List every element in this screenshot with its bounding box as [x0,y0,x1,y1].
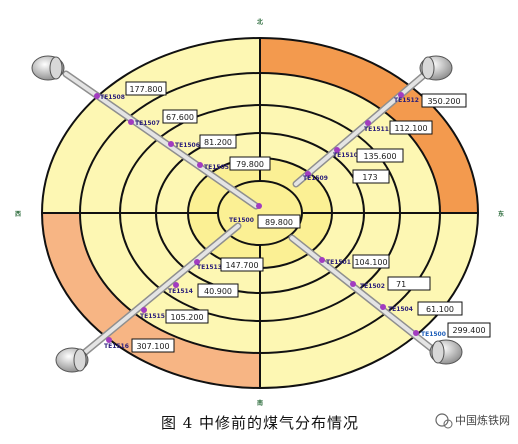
direction-east: 东 [498,210,504,218]
value-box [352,169,390,184]
value-box [229,156,271,171]
sensor-dot [350,281,356,287]
sensor-tag: TE1505 [204,164,229,171]
arm-ne: TE1512 350.200 TE1511 112.100 TE1510 135… [303,92,467,184]
sensor-value: 61.100 [426,305,454,314]
sensor-tag: TE1508 [100,94,125,101]
sensor-dot [380,304,386,310]
sensor-value: 40.900 [204,287,232,296]
sensor-dot [141,307,147,313]
sensor-value: 299.400 [452,326,485,335]
sensor-dot [365,120,371,126]
sensor-dot [94,93,100,99]
sensor-value: 307.100 [136,342,169,351]
sensor-value: 177.800 [129,85,162,94]
sensor-tag-center: TE1500 [229,217,254,224]
sensor-dot [305,171,311,177]
probe-head-nw [31,55,65,81]
sensor-dot [106,337,112,343]
sensor-tag: TE1510 [333,152,358,159]
watermark: 中国炼铁网 [435,413,510,429]
sensor-dot [319,257,325,263]
sensor-value: 79.800 [236,160,264,169]
arm-se: TE1501 104.100 TE1502 71 TE1504 61.100 T… [319,254,491,338]
sensor-tag: TE1500 [421,331,446,338]
sensor-value: 71 [396,280,406,289]
sensor-tag: TE1515 [140,313,165,320]
sensor-dot [197,162,203,168]
value-box [356,148,404,163]
sensor-value: 81.200 [204,138,232,147]
probe-head-sw [55,347,89,373]
sensor-tag: TE1513 [197,264,222,271]
sensor-dot [194,259,200,265]
value-box-center [257,214,301,229]
value-box [165,309,209,324]
probe-head-se [429,339,463,365]
direction-north: 北 [257,18,263,26]
value-box [389,120,433,135]
sensor-dot-center [256,203,262,209]
value-box [417,301,463,316]
probe-pipe-sw-highlight [76,224,240,360]
value-box [197,283,239,298]
value-box [199,134,237,149]
sensor-tag: TE1512 [394,97,419,104]
sensor-tag: TE1507 [135,120,160,127]
probe-pipe-ne-highlight [294,68,432,186]
probe-head-ne [419,55,453,81]
sensor-tag: TE1509 [303,175,328,182]
value-box [125,81,167,96]
figure-caption: 图 4 中修前的煤气分布情况 [161,414,359,432]
value-box [162,109,198,124]
sensor-tag: TE1502 [360,283,385,290]
value-box [220,257,264,272]
sensor-value: 350.200 [427,97,460,106]
arm-sw: TE1513 147.700 TE1514 40.900 TE1515 105.… [104,257,264,353]
value-box [447,322,491,338]
sensor-dot [128,119,134,125]
wechat-icon-bubble [443,419,453,429]
sensor-value: 67.600 [166,113,194,122]
value-box [131,338,175,353]
sensor-tag: TE1514 [168,288,193,295]
sensor-dot [398,92,404,98]
sensor-value: 147.700 [225,261,258,270]
sensor-value: 105.200 [170,313,203,322]
sensor-value: 112.100 [394,124,427,133]
sensor-dot [334,147,340,153]
sensor-dot [168,141,174,147]
arm-nw: TE1508 177.800 TE1507 67.600 TE1506 81.2… [94,81,271,171]
direction-south: 南 [257,399,263,407]
sensor-tag: TE1506 [175,142,200,149]
watermark-text: 中国炼铁网 [455,413,510,427]
value-box [387,276,431,291]
sensor-dot [173,282,179,288]
sensor-tag: TE1511 [364,126,389,133]
value-box [421,93,467,108]
probe-pipe-se-highlight [290,236,438,354]
direction-west: 西 [15,210,21,218]
sensor-value: 173 [362,173,377,182]
sensor-value-center: 89.800 [265,218,293,227]
sensor-dot [413,330,419,336]
value-box [352,254,390,269]
sensor-tag: TE1504 [388,306,413,313]
sensor-tag: TE1516 [104,343,129,350]
sensor-tag: TE1501 [326,259,351,266]
sensor-value: 104.100 [354,258,387,267]
sensor-value: 135.600 [363,152,396,161]
